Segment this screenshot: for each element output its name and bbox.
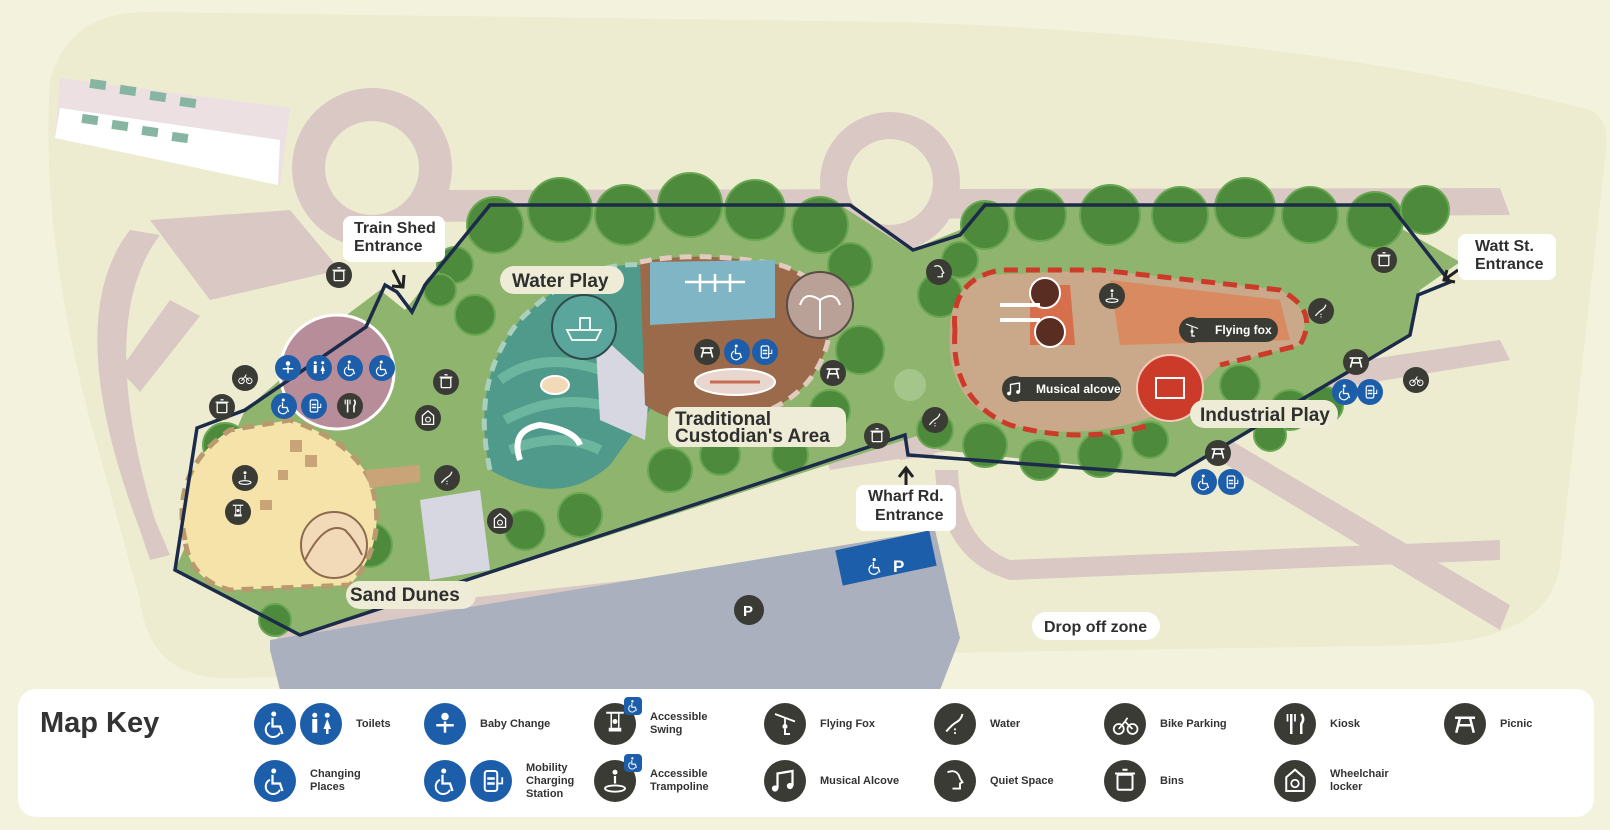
svg-text:Drop off zone: Drop off zone [1044, 619, 1147, 636]
key-item-changing-places: Changing Places [254, 758, 390, 804]
baby-change-icon [424, 703, 466, 745]
swing-icon [594, 697, 642, 745]
map-markers [209, 247, 1429, 534]
key-item-accessible-swing: Accessible Swing [594, 697, 730, 747]
key-item-toilets: Toilets [254, 701, 391, 747]
key-item-kiosk: Kiosk [1274, 701, 1360, 747]
key-item-baby-change: Baby Change [424, 701, 550, 747]
park-map: P P [48, 11, 1607, 690]
key-item-accessible-trampoline: Accessible Trampoline [594, 754, 730, 804]
svg-text:Flying fox: Flying fox [1215, 323, 1272, 337]
svg-text:Musical alcove: Musical alcove [1036, 382, 1121, 396]
quiet-icon [934, 760, 976, 802]
svg-text:Watt St.: Watt St. [1475, 238, 1534, 255]
accessible-parking-letter: P [893, 557, 904, 576]
svg-text:Wharf Rd.: Wharf Rd. [868, 488, 944, 505]
map-key: Map Key Toilets Baby Change Accessible Swi… [18, 689, 1594, 817]
key-label: Accessible Swing [650, 711, 708, 736]
map-key-title: Map Key [40, 707, 160, 739]
key-label: Bike Parking [1160, 717, 1227, 730]
wheelchair-icon [254, 703, 296, 745]
key-label: Picnic [1500, 717, 1533, 730]
kiosk-icon [1274, 703, 1316, 745]
watt-st-entrance-label: Watt St. Entrance [1458, 234, 1556, 280]
key-label: Bins [1160, 774, 1184, 787]
key-item-picnic: Picnic [1444, 701, 1532, 747]
key-item-bike-parking: Bike Parking [1104, 701, 1227, 747]
key-item-musical-alcove: Musical Alcove [764, 758, 899, 804]
key-item-flying-fox: Flying Fox [764, 701, 875, 747]
flying-fox-icon [764, 703, 806, 745]
bin-icon [1104, 760, 1146, 802]
trampoline-icon [594, 754, 642, 802]
svg-text:Traditional: Traditional [675, 409, 771, 430]
key-label: Accessible Trampoline [650, 768, 709, 793]
sand-dunes-label: Sand Dunes [346, 581, 476, 609]
wharf-entrance-arrow [897, 465, 915, 485]
key-label: Water [990, 717, 1021, 730]
key-item-bins: Bins [1104, 758, 1184, 804]
key-item-wheelchair-locker: Wheelchair locker [1274, 758, 1410, 804]
key-item-quiet-space: Quiet Space [934, 758, 1054, 804]
key-label: Changing Places [310, 768, 361, 793]
watt-entrance-arrow [1442, 268, 1459, 284]
key-label: Mobility Charging Station [526, 761, 575, 800]
wharf-rd-entrance-label: Wharf Rd. Entrance [856, 485, 956, 531]
park-boundary [173, 203, 1453, 637]
svg-text:Water Play: Water Play [512, 271, 609, 292]
battery-icon [470, 760, 512, 802]
key-label: Flying Fox [820, 717, 875, 730]
key-item-water: Water [934, 701, 1020, 747]
industrial-medallion [1136, 354, 1204, 422]
accessible-parking-bay [835, 530, 937, 586]
train-shed-entrance-arrow [391, 269, 406, 289]
key-label: Toilets [356, 717, 391, 730]
svg-text:Sand Dunes: Sand Dunes [350, 585, 460, 606]
svg-text:Entrance: Entrance [875, 507, 944, 524]
toilets-icon [300, 703, 342, 745]
water-play-label: Water Play [500, 266, 624, 294]
key-label: Kiosk [1330, 717, 1360, 730]
svg-text:Entrance: Entrance [1475, 256, 1544, 273]
water-icon [934, 703, 976, 745]
industrial-play-label: Industrial Play [1190, 400, 1338, 428]
sand-dunes-medallion [300, 511, 368, 579]
key-item-mobility-charging: Mobility Charging Station [424, 758, 606, 804]
traditional-custodians-label: Traditional Custodian's Area [668, 407, 846, 447]
wheelchair-icon [424, 760, 466, 802]
water-play-medallion [551, 294, 617, 360]
accessible-badge-icon [624, 754, 642, 772]
key-label: Musical Alcove [820, 774, 900, 787]
accessible-badge-icon [624, 697, 642, 715]
svg-text:Custodian's Area: Custodian's Area [675, 426, 830, 447]
music-icon [764, 760, 806, 802]
svg-text:Entrance: Entrance [354, 238, 423, 255]
car-park [270, 530, 960, 690]
parking-marker [734, 595, 764, 625]
key-label: Quiet Space [990, 774, 1054, 787]
musical-alcove-map-label: Musical alcove [1002, 376, 1121, 402]
svg-text:P: P [743, 603, 753, 620]
bike-parking-icon [1104, 703, 1146, 745]
locker-icon [1274, 760, 1316, 802]
pad [420, 490, 490, 580]
train-shed-entrance-label: Train Shed Entrance [343, 216, 445, 262]
changing-places-icon [254, 760, 296, 802]
svg-text:Industrial Play: Industrial Play [1200, 405, 1330, 426]
flying-fox-map-label: Flying fox [1179, 317, 1278, 343]
picnic-icon [1444, 703, 1486, 745]
svg-text:Train Shed: Train Shed [354, 220, 436, 237]
key-label: Wheelchair locker [1330, 768, 1389, 793]
drop-off-zone-label: Drop off zone [1032, 612, 1160, 640]
key-label: Baby Change [480, 717, 551, 730]
